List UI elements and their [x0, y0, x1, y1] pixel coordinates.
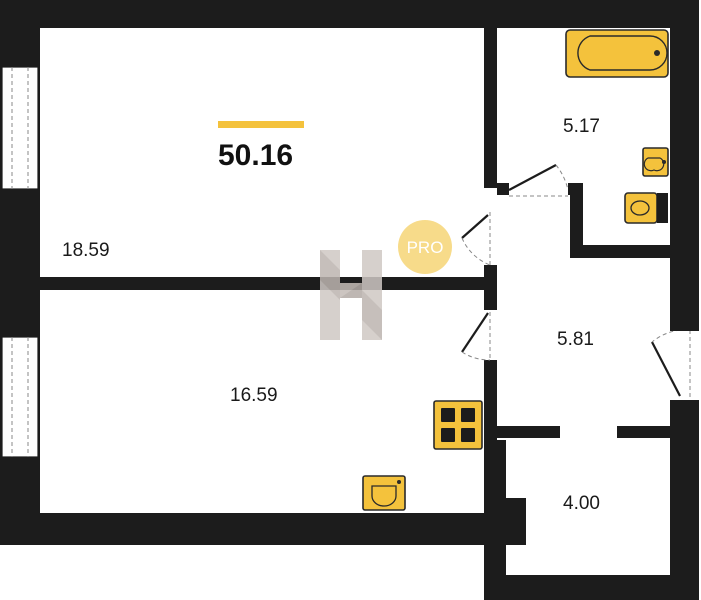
stove-icon — [433, 400, 483, 450]
door-room-2 — [461, 312, 491, 361]
pro-badge-label: PRO — [407, 238, 444, 257]
bath-inner-wall-v — [570, 183, 583, 258]
sink-bathroom-icon — [642, 147, 669, 177]
storage-area: 4.00 — [563, 493, 600, 514]
bath-inner-wall-h — [570, 245, 670, 258]
wall-between-rooms — [40, 277, 496, 290]
bath-partition-mid — [484, 265, 497, 310]
room-1-area: 18.59 — [62, 240, 110, 261]
pro-badge — [398, 220, 452, 274]
watermark-logo-icon — [320, 250, 382, 340]
left-window-top — [0, 60, 40, 196]
hallway-area: 5.81 — [557, 329, 594, 350]
bath-bottom-wall-a — [497, 183, 509, 195]
toilet-icon — [624, 192, 668, 224]
top-wall — [0, 0, 699, 28]
left-window-bottom — [0, 330, 40, 464]
bath-partition-low — [484, 360, 497, 440]
bottom-wall-right — [484, 575, 699, 600]
total-area-accent-bar — [218, 121, 304, 128]
door-entrance — [651, 325, 699, 406]
bottom-wall-left — [0, 513, 526, 545]
hall-storage-wall-a — [497, 426, 560, 438]
door-bathroom — [508, 164, 569, 197]
kitchen-sink-icon — [362, 475, 406, 511]
storage-left-wall — [484, 440, 506, 600]
bath-partition-top — [484, 28, 497, 188]
bathtub-icon — [565, 29, 669, 78]
total-area-label: 50.16 — [218, 139, 293, 172]
hall-storage-wall-b — [617, 426, 670, 438]
right-wall — [670, 0, 699, 600]
interior-walls — [40, 28, 670, 440]
bathroom-area: 5.17 — [563, 116, 600, 137]
door-room-1 — [461, 212, 491, 266]
room-2-area: 16.59 — [230, 385, 278, 406]
